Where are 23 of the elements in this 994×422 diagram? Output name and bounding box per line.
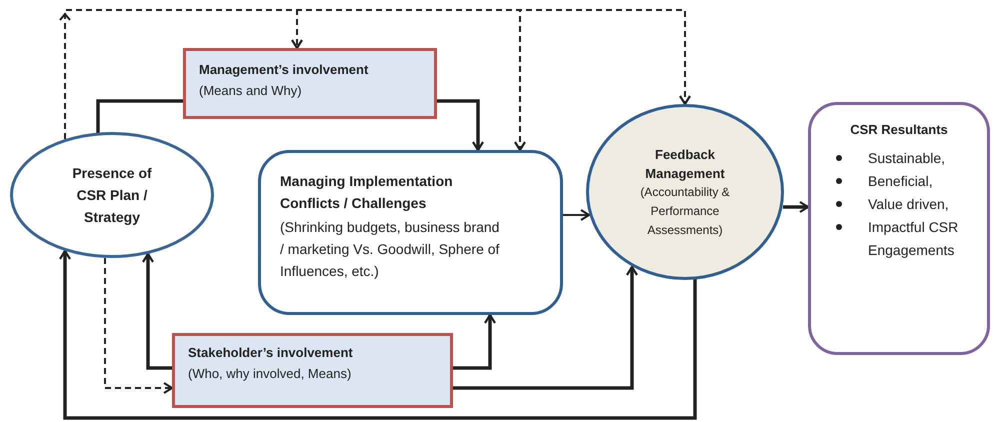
node-heading: Feedback Management	[644, 146, 726, 182]
node-text: (Accountability & Performance Assessments)	[639, 184, 731, 238]
arrow	[437, 99, 484, 152]
node-heading: CSR Resultants	[849, 121, 949, 139]
arrow	[563, 208, 590, 222]
node-heading: Management’s involvement	[199, 61, 370, 79]
arrow	[142, 252, 172, 370]
arrow	[453, 266, 638, 390]
node-heading: Stakeholder’s involvement	[188, 344, 354, 362]
node-text: (Who, why involved, Means)	[188, 365, 352, 383]
arrow	[58, 250, 697, 420]
connector-line	[96, 99, 183, 133]
node-text: (Shrinking budgets, business brand / marketing Vs. Goodwill, Sphere of Influences, etc.)	[280, 218, 500, 281]
arrow	[453, 314, 496, 370]
list-item-text: Impactful CSR Engagements	[868, 218, 960, 260]
list-item-text: Sustainable,	[868, 149, 946, 168]
node-heading: Managing Implementation Conflicts / Challenges	[280, 172, 454, 213]
node-text: (Means and Why)	[199, 82, 303, 100]
dashed-arrow	[104, 258, 174, 394]
node-heading: Presence of CSR Plan / Strategy	[71, 164, 153, 227]
list-item-text: Value driven,	[868, 195, 950, 214]
list-item-text: Beneficial,	[868, 172, 934, 191]
arrow	[783, 200, 810, 214]
